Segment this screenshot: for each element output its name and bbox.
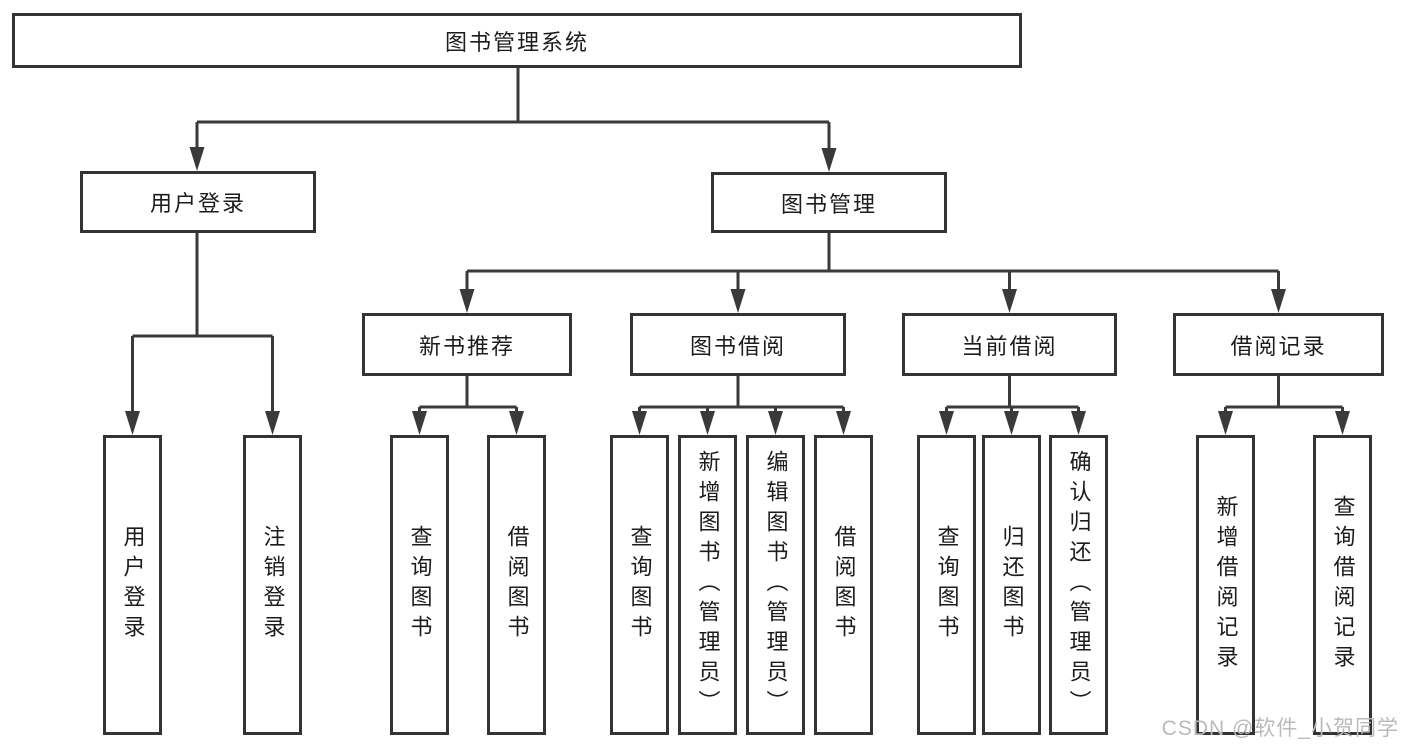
- leaf-user-login-label: 用户登录: [120, 525, 146, 645]
- leaf-nbr-borrow-books: 借阅图书: [487, 435, 546, 735]
- leaf-logout: 注销登录: [243, 435, 302, 735]
- leaf-nbr-query-books: 查询图书: [390, 435, 449, 735]
- leaf-cb-confirm-return-admin: 确认归还（管理员）: [1049, 435, 1108, 735]
- leaf-br-query-record: 查询借阅记录: [1313, 435, 1372, 735]
- leaf-bb-query-books: 查询图书: [610, 435, 669, 735]
- leaf-cb-query-books-label: 查询图书: [934, 525, 960, 645]
- leaf-bb-edit-book-admin: 编辑图书（管理员）: [746, 435, 805, 735]
- leaf-nbr-query-books-label: 查询图书: [407, 525, 433, 645]
- leaf-logout-label: 注销登录: [260, 525, 286, 645]
- node-book-management-label: 图书管理: [780, 191, 877, 217]
- leaf-bb-edit-book-admin-label: 编辑图书（管理员）: [763, 450, 789, 720]
- leaf-cb-query-books: 查询图书: [917, 435, 976, 735]
- node-borrow-records: 借阅记录: [1173, 313, 1384, 376]
- leaf-bb-add-book-admin: 新增图书（管理员）: [678, 435, 737, 735]
- leaf-cb-confirm-return-admin-label: 确认归还（管理员）: [1066, 450, 1092, 720]
- node-user-login-label: 用户登录: [149, 191, 246, 216]
- node-library-system: 图书管理系统: [12, 13, 1022, 68]
- leaf-br-add-record: 新增借阅记录: [1196, 435, 1255, 735]
- leaf-br-add-record-label: 新增借阅记录: [1213, 495, 1239, 675]
- node-book-borrow-label: 图书借阅: [689, 333, 786, 359]
- node-book-borrow: 图书借阅: [630, 313, 846, 376]
- leaf-bb-borrow-books-label: 借阅图书: [831, 525, 857, 645]
- node-current-borrow: 当前借阅: [902, 313, 1117, 376]
- node-library-system-label: 图书管理系统: [444, 29, 589, 55]
- node-book-management: 图书管理: [711, 172, 947, 233]
- leaf-user-login: 用户登录: [103, 435, 162, 735]
- leaf-cb-return-books: 归还图书: [982, 435, 1041, 735]
- leaf-bb-borrow-books: 借阅图书: [814, 435, 873, 735]
- leaf-nbr-borrow-books-label: 借阅图书: [504, 525, 530, 645]
- node-current-borrow-label: 当前借阅: [961, 333, 1058, 359]
- node-user-login: 用户登录: [80, 171, 316, 233]
- leaf-bb-add-book-admin-label: 新增图书（管理员）: [695, 450, 721, 720]
- leaf-br-query-record-label: 查询借阅记录: [1330, 495, 1356, 675]
- node-borrow-records-label: 借阅记录: [1230, 333, 1327, 359]
- node-new-book-recommend-label: 新书推荐: [418, 333, 515, 359]
- csdn-watermark: CSDN @软件_小贺同学: [1161, 717, 1399, 740]
- leaf-bb-query-books-label: 查询图书: [627, 525, 653, 645]
- leaf-cb-return-books-label: 归还图书: [999, 525, 1025, 645]
- node-new-book-recommend: 新书推荐: [362, 313, 572, 376]
